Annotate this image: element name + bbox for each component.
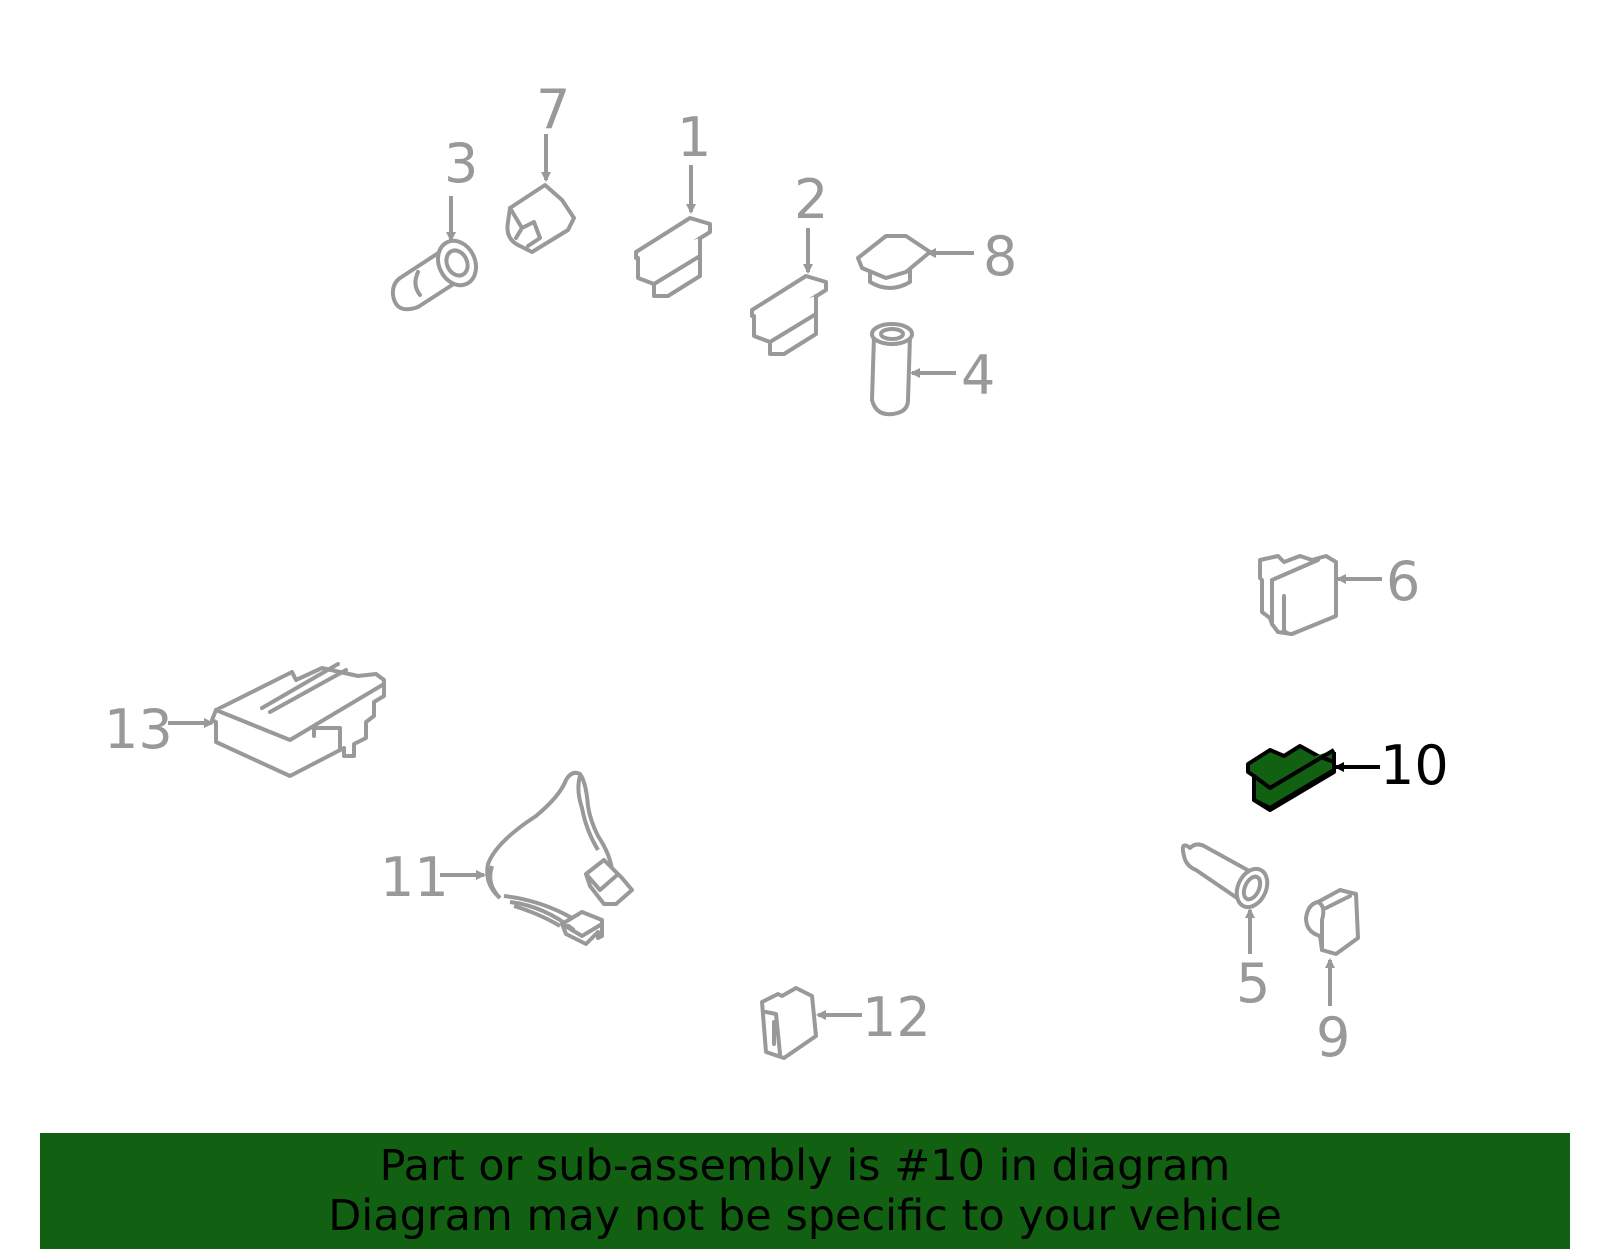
part-10-module[interactable] — [1246, 744, 1336, 812]
part-4-tube[interactable] — [870, 322, 914, 417]
part-7-clip[interactable] — [505, 183, 576, 254]
part-3-sleeve[interactable] — [390, 235, 483, 312]
parts-diagram: 3 7 1 2 8 4 6 — [104, 78, 1449, 1069]
part-13-control-unit[interactable] — [210, 662, 386, 778]
callout-13[interactable]: 13 — [104, 698, 173, 761]
callout-3[interactable]: 3 — [444, 132, 478, 195]
part-12-clip[interactable] — [760, 986, 818, 1060]
part-2-switch[interactable] — [750, 274, 828, 356]
part-9-clip[interactable] — [1304, 888, 1360, 956]
callout-2[interactable]: 2 — [794, 168, 828, 231]
callout-11[interactable]: 11 — [380, 846, 449, 909]
callout-7[interactable]: 7 — [536, 78, 570, 141]
callout-6[interactable]: 6 — [1386, 550, 1420, 613]
info-banner: Part or sub-assembly is #10 in diagram D… — [40, 1133, 1570, 1249]
callout-4[interactable]: 4 — [961, 344, 995, 407]
banner-line-part: Part or sub-assembly is #10 in diagram — [379, 1141, 1231, 1191]
part-11-harness[interactable] — [485, 770, 634, 946]
callout-8[interactable]: 8 — [983, 225, 1017, 288]
callout-10[interactable]: 10 — [1380, 734, 1449, 797]
part-5-sleeve[interactable] — [1180, 842, 1273, 912]
callout-5[interactable]: 5 — [1236, 952, 1270, 1015]
part-8-cap[interactable] — [856, 234, 932, 290]
callout-9[interactable]: 9 — [1316, 1006, 1350, 1069]
banner-line-disclaimer: Diagram may not be specific to your vehi… — [328, 1191, 1282, 1241]
part-6-bracket[interactable] — [1258, 554, 1338, 636]
callout-12[interactable]: 12 — [862, 986, 931, 1049]
callout-1[interactable]: 1 — [677, 106, 711, 169]
part-1-switch[interactable] — [634, 216, 712, 298]
